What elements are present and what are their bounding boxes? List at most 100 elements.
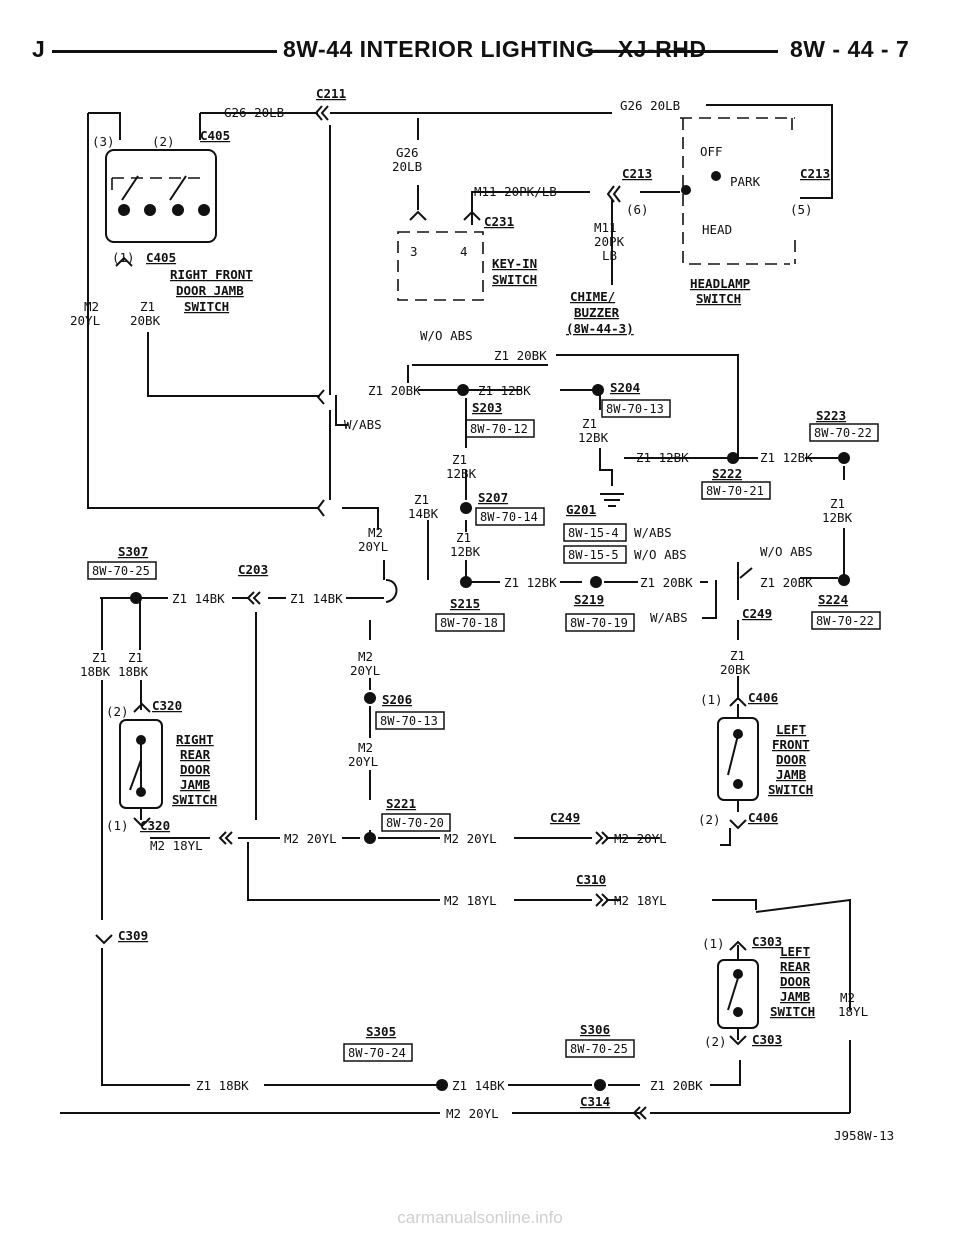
splice-s203: S203 bbox=[472, 400, 502, 415]
dashed-housings bbox=[111, 117, 796, 301]
wire-label: Z1 bbox=[456, 530, 471, 545]
connector-symbols bbox=[95, 105, 747, 1120]
rr-jamb-label: JAMB bbox=[180, 777, 211, 792]
wire-label: 18BK bbox=[118, 664, 149, 679]
lf-jamb-label: LEFT bbox=[776, 722, 806, 737]
connector-c314: C314 bbox=[580, 1094, 610, 1109]
wire-label: Z1 12BK bbox=[636, 450, 689, 465]
ref-8w-70-14: 8W-70-14 bbox=[480, 510, 538, 524]
wire-label: 20BK bbox=[130, 313, 161, 328]
splice-s307: S307 bbox=[118, 544, 148, 559]
splice-dot bbox=[136, 787, 146, 797]
pin-label: (1) bbox=[700, 692, 723, 707]
pin-label: (2) bbox=[152, 134, 175, 149]
ref-8w-70-20: 8W-70-20 bbox=[386, 816, 444, 830]
wire-label: 20PK bbox=[594, 234, 625, 249]
splice-dot bbox=[144, 204, 156, 216]
wire-label: M2 bbox=[368, 525, 383, 540]
header-rule-left bbox=[52, 50, 277, 53]
wire-label: 18BK bbox=[80, 664, 111, 679]
lf-jamb-label: FRONT bbox=[772, 737, 810, 752]
wire-label: M2 bbox=[840, 990, 855, 1005]
wire-label: G26 20LB bbox=[620, 98, 680, 113]
key-in-switch-label: SWITCH bbox=[492, 272, 537, 287]
chime-buzzer-label: CHIME/ bbox=[570, 289, 615, 304]
wire-label: M11 bbox=[594, 220, 617, 235]
pin-label: 3 bbox=[410, 244, 418, 259]
wire-label: 12BK bbox=[446, 466, 477, 481]
splice-dot bbox=[681, 185, 691, 195]
splice-s219: S219 bbox=[574, 592, 604, 607]
pin-label: (1) bbox=[106, 818, 129, 833]
rf-switch-box bbox=[105, 149, 217, 243]
pin-label: (2) bbox=[106, 704, 129, 719]
splice-s221: S221 bbox=[386, 796, 416, 811]
pin-label: (2) bbox=[704, 1034, 727, 1049]
ref-8w-70-13: 8W-70-13 bbox=[606, 402, 664, 416]
splice-dot bbox=[733, 729, 743, 739]
ref-8w-70-25: 8W-70-25 bbox=[570, 1042, 628, 1056]
splice-s305: S305 bbox=[366, 1024, 396, 1039]
lf-jamb-label: JAMB bbox=[776, 767, 807, 782]
wire-label: Z1 18BK bbox=[196, 1078, 249, 1093]
chime-buzzer-label: (8W-44-3) bbox=[566, 321, 634, 336]
wire-label: 20LB bbox=[392, 159, 422, 174]
splice-dot bbox=[460, 502, 472, 514]
splice-dot bbox=[136, 735, 146, 745]
splice-s306: S306 bbox=[580, 1022, 610, 1037]
note-w-abs: W/ABS bbox=[344, 417, 382, 432]
note-wo-abs: W/O ABS bbox=[420, 328, 473, 343]
header-page-number: 8W - 44 - 7 bbox=[790, 36, 910, 62]
wire-label: Z1 12BK bbox=[504, 575, 557, 590]
splice-dot bbox=[460, 576, 472, 588]
ref-8w-70-24: 8W-70-24 bbox=[348, 1046, 406, 1060]
wire-label: Z1 bbox=[730, 648, 745, 663]
ref-8w-15-5: 8W-15-5 bbox=[568, 548, 619, 562]
wire-label: 12BK bbox=[822, 510, 853, 525]
wire-label: M2 bbox=[358, 649, 373, 664]
ref-8w-70-12: 8W-70-12 bbox=[470, 422, 528, 436]
rf-jamb-label: DOOR JAMB bbox=[176, 283, 244, 298]
wire-label: Z1 bbox=[830, 496, 845, 511]
wire-label: M2 18YL bbox=[150, 838, 203, 853]
splice-dot bbox=[592, 384, 604, 396]
wire-runs bbox=[60, 104, 851, 1114]
note-wo-abs: W/O ABS bbox=[634, 547, 687, 562]
pin-label: (3) bbox=[92, 134, 115, 149]
splice-dot bbox=[590, 576, 602, 588]
splice-s224: S224 bbox=[818, 592, 848, 607]
ref-8w-70-13: 8W-70-13 bbox=[380, 714, 438, 728]
pin-label: (1) bbox=[702, 936, 725, 951]
pin-label: (1) bbox=[112, 250, 135, 265]
connector-c203: C203 bbox=[238, 562, 268, 577]
wire-label: 18YL bbox=[838, 1004, 868, 1019]
wire-label: 20YL bbox=[70, 313, 100, 328]
wire-label: Z1 14BK bbox=[452, 1078, 505, 1093]
header-title: 8W-44 INTERIOR LIGHTING—XJ-RHD bbox=[283, 36, 707, 62]
labels: C211 G26 20LB G26 20LB (3) (2) C405 G26 … bbox=[70, 86, 894, 1143]
connector-c406: C406 bbox=[748, 810, 778, 825]
wire-label: 20YL bbox=[348, 754, 378, 769]
splice-dot bbox=[711, 171, 721, 181]
rr-jamb-label: SWITCH bbox=[172, 792, 217, 807]
wire-label: G26 bbox=[396, 145, 419, 160]
headlamp-park: PARK bbox=[730, 174, 761, 189]
wire-label: 12BK bbox=[450, 544, 481, 559]
wire-label: G26 20LB bbox=[224, 105, 284, 120]
headlamp-off: OFF bbox=[700, 144, 723, 159]
splice-s215: S215 bbox=[450, 596, 480, 611]
lf-jamb-label: SWITCH bbox=[768, 782, 813, 797]
splice-dot bbox=[118, 204, 130, 216]
connector-c320: C320 bbox=[140, 818, 170, 833]
splice-dot bbox=[364, 692, 376, 704]
wire-label: Z1 bbox=[582, 416, 597, 431]
switch-boxes bbox=[105, 149, 759, 1029]
wire-label: M2 20YL bbox=[444, 831, 497, 846]
note-w-abs: W/ABS bbox=[634, 525, 672, 540]
splice-dot bbox=[364, 832, 376, 844]
connector-c405: C405 bbox=[146, 250, 176, 265]
lr-jamb-label: JAMB bbox=[780, 989, 811, 1004]
splice-s207: S207 bbox=[478, 490, 508, 505]
wire-label: Z1 20BK bbox=[650, 1078, 703, 1093]
